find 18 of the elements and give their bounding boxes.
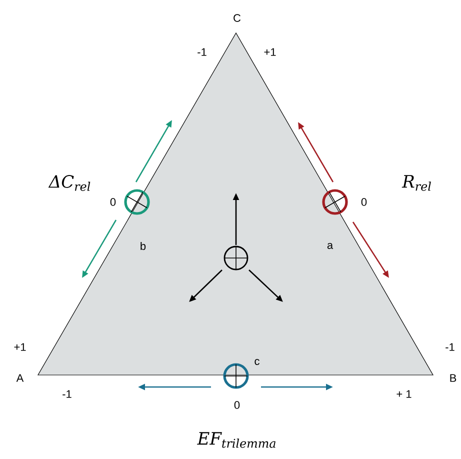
vertex-label: B: [450, 374, 456, 382]
tick-label: 0: [110, 198, 116, 206]
tick-label: +1: [14, 343, 26, 351]
tick-label: -1: [446, 343, 454, 351]
tick-label: + 1: [396, 390, 412, 398]
vertex-label: A: [16, 374, 24, 382]
tick-label: -1: [62, 390, 72, 398]
tick-label: -1: [198, 48, 206, 56]
axis-title: EF$_{trilemma}$: [197, 432, 276, 448]
axis-title: ΔC$_{rel}$: [48, 175, 90, 191]
point-label: b: [140, 242, 146, 250]
point-label: a: [327, 243, 334, 250]
tick-label: 0: [234, 401, 240, 409]
tick-label: 0: [361, 198, 367, 206]
point-label: c: [254, 359, 260, 366]
axis-title: R$_{rel}$: [402, 175, 431, 191]
tick-label: +1: [264, 48, 276, 56]
vertex-label: C: [234, 14, 241, 22]
